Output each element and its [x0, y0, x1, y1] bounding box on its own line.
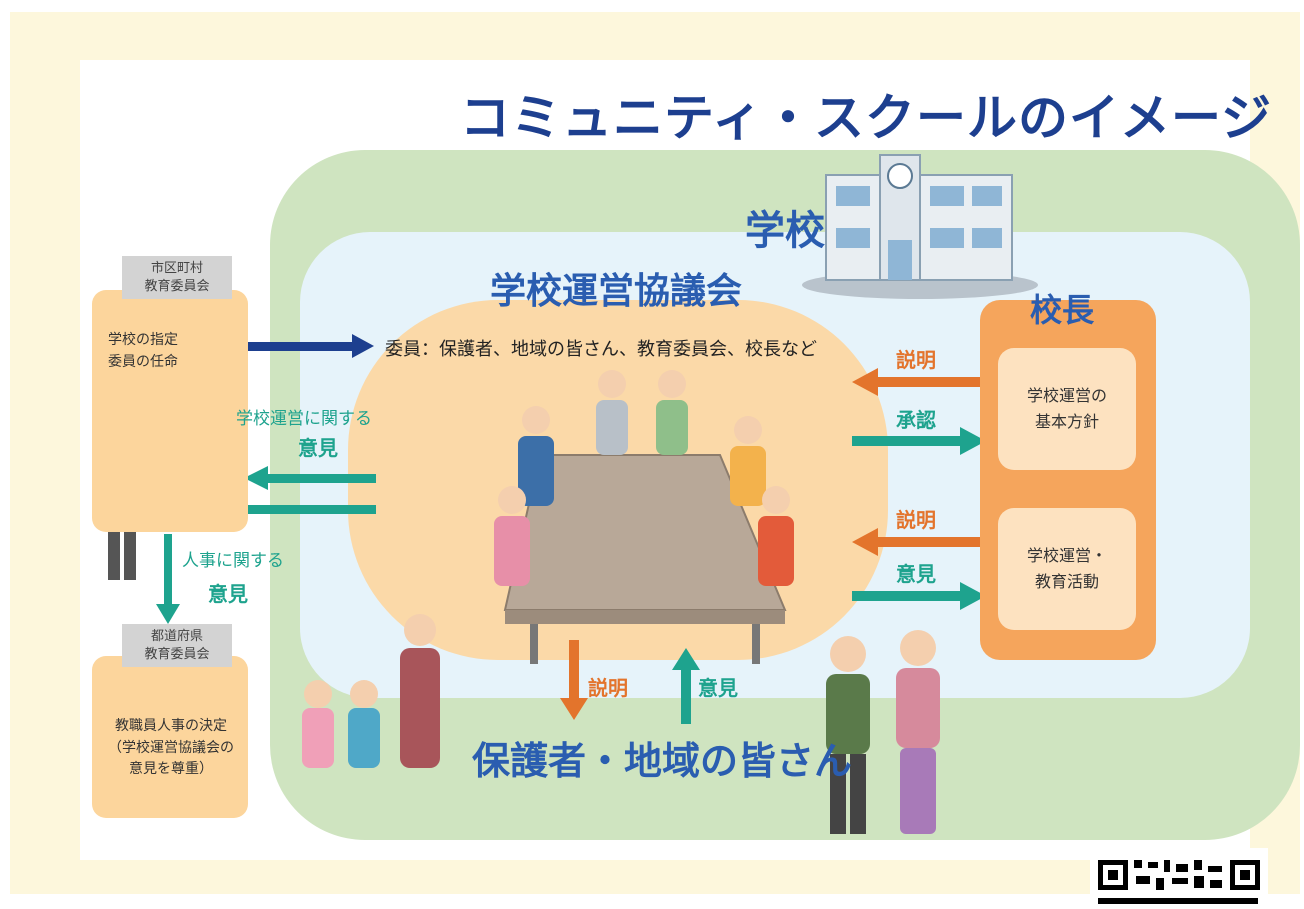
municipal-label: 市区町村 教育委員会: [122, 256, 232, 300]
municipal-text-line2: 委員の任命: [108, 353, 178, 370]
prefecture-text-line1: 教職員人事の決定: [115, 718, 227, 734]
school-activities-line1: 学校運営・: [1026, 546, 1107, 566]
arrow-explain1: [852, 368, 986, 396]
prefecture-text-line2: （学校運営協議会の: [108, 739, 234, 756]
school-label: 学校: [745, 208, 825, 254]
opinion-school-small-label: 学校運営に関する: [236, 409, 372, 429]
explain-down-label: 説明: [588, 676, 628, 700]
prefecture-label-line1: 都道府県: [150, 629, 203, 644]
arrow-council-to-municipal: [244, 466, 376, 514]
council-title: 学校運営協議会: [490, 271, 743, 312]
arrow-opinion2: [852, 582, 986, 610]
explain2-label: 説明: [896, 508, 936, 532]
municipal-box: [92, 290, 248, 532]
approve-label: 承認: [896, 408, 936, 432]
parents-community-title: 保護者・地域の皆さん: [472, 739, 853, 783]
arrow-opinion-up: [672, 648, 700, 724]
arrow-municipal-to-council: [242, 334, 374, 358]
principal-label: 校長: [1030, 291, 1095, 329]
municipal-text: 学校の指定 委員の任命: [108, 330, 178, 373]
basic-policy-line1: 学校運営の: [1026, 386, 1107, 406]
prefecture-box: [92, 656, 248, 818]
basic-policy-line2: 基本方針: [1034, 412, 1099, 431]
arrow-personnel-down: [156, 534, 180, 624]
municipal-label-line1: 市区町村: [150, 261, 203, 276]
prefecture-label: 都道府県 教育委員会: [122, 624, 232, 668]
municipal-label-line2: 教育委員会: [144, 278, 210, 294]
prefecture-label-line2: 教育委員会: [144, 646, 210, 662]
family-figures-icon: [302, 614, 440, 768]
qr-code-icon: [1090, 848, 1268, 909]
arrow-explain2: [852, 528, 986, 556]
prefecture-text: 教職員人事の決定 （学校運営協議会の 意見を尊重）: [104, 716, 238, 781]
school-activities-line2: 教育活動: [1034, 572, 1099, 591]
basic-policy-box: 学校運営の 基本方針: [998, 348, 1136, 470]
opinion-personnel-big-label: 意見: [208, 582, 248, 606]
arrow-explain-down: [560, 640, 588, 720]
explain1-label: 説明: [896, 348, 936, 372]
school-activities-box: 学校運営・ 教育活動: [998, 508, 1136, 630]
opinion-school-big-label: 意見: [298, 436, 338, 460]
opinion-personnel-small-label: 人事に関する: [182, 551, 284, 571]
arrow-approve: [852, 427, 986, 455]
council-members-icon: [494, 370, 794, 586]
school-building-icon: [802, 154, 1038, 299]
prefecture-text-line3: 意見を尊重）: [129, 761, 213, 778]
elderly-couple-icon: [826, 630, 940, 834]
municipal-text-line1: 学校の指定: [108, 332, 178, 348]
opinion2-label: 意見: [896, 562, 936, 586]
opinion-up-label: 意見: [698, 676, 738, 700]
page-title: コミュニティ・スクールのイメージ: [460, 89, 1272, 147]
council-members-text: 委員：保護者、地域の皆さん、教育委員会、校長など: [385, 339, 817, 360]
